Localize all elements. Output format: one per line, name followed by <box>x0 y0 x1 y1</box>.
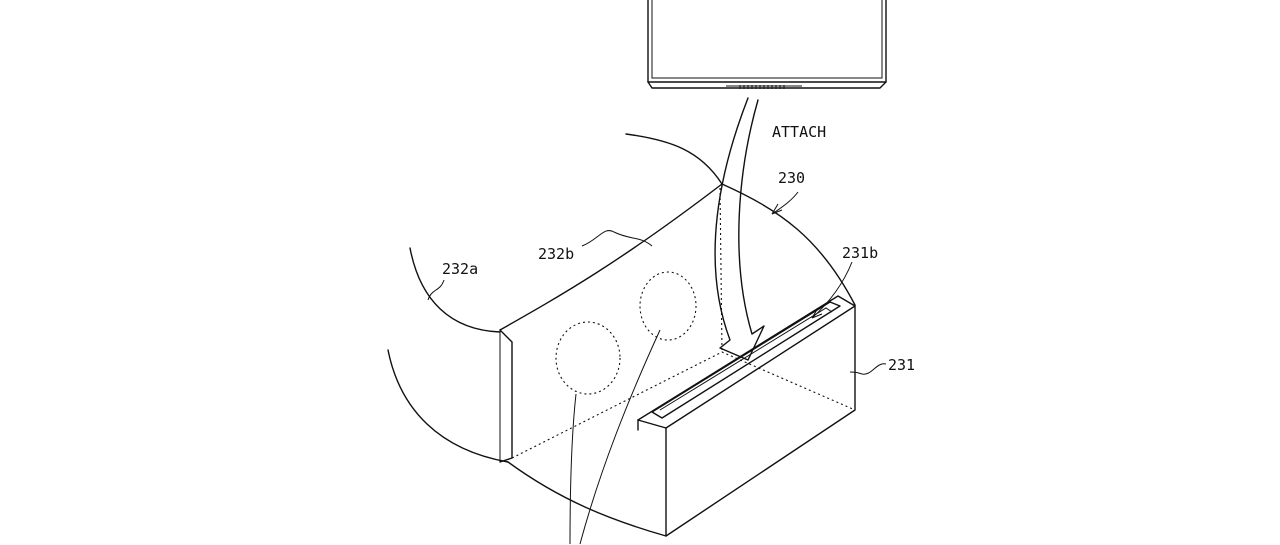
slot-outer <box>651 301 841 419</box>
label-232a: 232a <box>442 260 478 278</box>
device-body <box>647 0 887 83</box>
device <box>647 0 887 89</box>
label-230: 230 <box>778 169 805 187</box>
leader-231 <box>849 363 887 375</box>
lens-left <box>555 321 621 395</box>
label-attach: ATTACH <box>772 123 826 141</box>
device-bottom-edge <box>647 81 887 89</box>
face-cushion <box>499 329 513 463</box>
attach-arrow <box>714 97 765 361</box>
device-inner-frame <box>651 0 883 79</box>
leader-231b <box>811 261 853 319</box>
strap-232a-upper <box>409 247 501 333</box>
slot-inner <box>659 307 833 411</box>
leader-lens-left <box>569 393 577 545</box>
housing-top-face <box>637 295 856 429</box>
leader-230 <box>771 191 799 215</box>
housing-front-face <box>665 305 856 537</box>
leader-232b <box>581 230 653 247</box>
strap-232b-top <box>625 133 723 185</box>
leader-230-arrowhead <box>771 203 783 215</box>
label-231: 231 <box>888 356 915 374</box>
housing-231 <box>637 295 856 537</box>
label-232b: 232b <box>538 245 574 263</box>
device-vent-holes <box>739 85 785 89</box>
goggle-lower-curve <box>507 461 667 537</box>
hidden-edge-floor <box>511 351 856 459</box>
label-231b: 231b <box>842 244 878 262</box>
leader-232a <box>427 279 445 301</box>
hidden-edge-vertical <box>719 187 723 353</box>
strap-232b-front <box>499 183 723 331</box>
lens-right <box>639 271 697 341</box>
strap-232a-lower <box>387 349 509 463</box>
slot-231b <box>651 301 841 419</box>
leader-231b-arrowhead <box>811 307 823 319</box>
strap-232b-rear <box>721 183 856 306</box>
leader-lens-right <box>579 329 661 545</box>
